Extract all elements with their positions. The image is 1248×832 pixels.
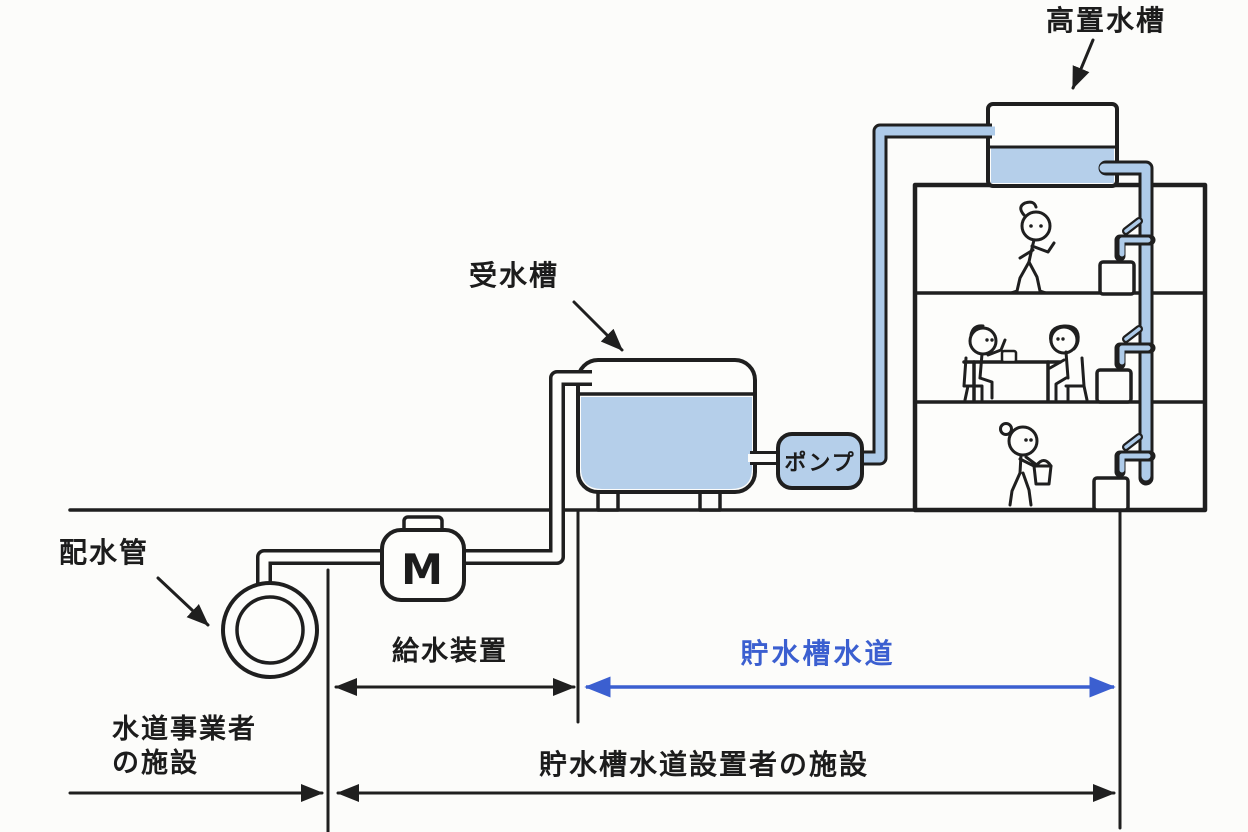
meter-label: M <box>401 545 445 594</box>
elevated-tank-water <box>991 147 1114 183</box>
elevated-tank-label: 高置水槽 <box>1046 4 1166 37</box>
sink-top-icon <box>1098 260 1136 296</box>
receiving-tank-pointer-arrow <box>572 300 624 352</box>
utility-facility-label-line1: 水道事業者 <box>112 713 257 745</box>
elevated-tank <box>986 102 1119 188</box>
storage-tank-waterworks-label: 貯水槽水道 <box>740 637 895 670</box>
installer-facility-label: 貯水槽水道設置者の施設 <box>539 748 869 781</box>
faucet-top-icon <box>1114 217 1156 262</box>
person-right-middle-floor-icon <box>1048 324 1089 402</box>
riser-pipe <box>856 123 995 466</box>
supply-equipment-label: 給水装置 <box>392 635 508 667</box>
service-pipe <box>256 370 594 600</box>
sink-bottom-icon <box>1092 476 1130 512</box>
receiving-tank-label: 受水槽 <box>469 259 559 292</box>
receiving-tank-water <box>581 397 752 489</box>
elevated-tank-pointer-arrow <box>1071 38 1095 90</box>
receiving-tank-leg <box>698 490 722 512</box>
person-left-middle-floor-icon <box>962 324 1007 402</box>
faucet-middle-icon <box>1114 325 1156 370</box>
sink-middle-icon <box>1095 368 1133 404</box>
pump: ポンプ <box>776 432 864 490</box>
down-pipe <box>1098 160 1154 486</box>
utility-facility-label-line2: の施設 <box>112 747 199 779</box>
person-top-floor-icon <box>1009 200 1056 295</box>
receiving-tank <box>576 358 757 512</box>
distribution-pipe-label: 配水管 <box>59 536 149 569</box>
receiving-tank-leg <box>596 490 620 512</box>
person-bottom-floor-icon <box>999 422 1053 507</box>
faucet-bottom-icon <box>1114 433 1156 478</box>
water-meter: M <box>380 515 466 602</box>
distribution-pipe-icon <box>221 581 319 679</box>
distribution-pipe-pointer-arrow <box>156 576 210 627</box>
pump-label: ポンプ <box>784 450 855 476</box>
